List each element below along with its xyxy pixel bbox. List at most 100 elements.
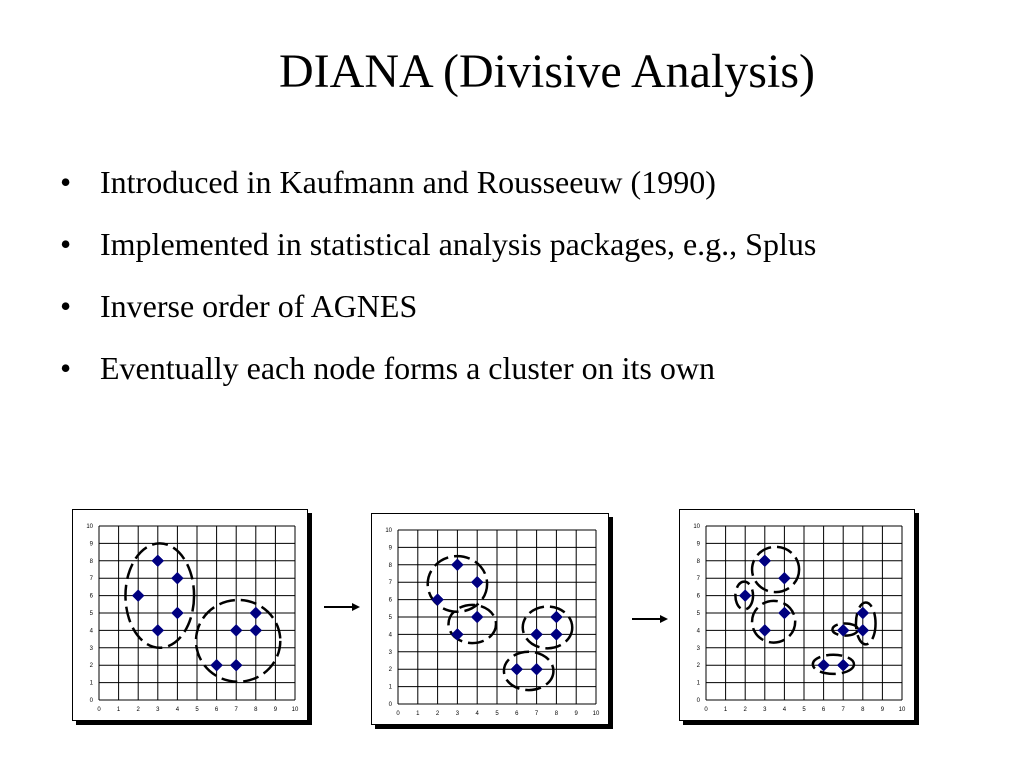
x-tick-label: 7 [235,707,239,713]
x-tick-label: 2 [744,707,748,713]
data-point-diamond [758,554,772,568]
x-tick-label: 2 [137,707,141,713]
x-tick-label: 3 [763,707,767,713]
y-tick-label: 9 [90,541,94,547]
y-tick-label: 10 [693,524,700,530]
y-tick-label: 2 [697,663,701,669]
x-tick-label: 9 [274,707,278,713]
bullet-symbol: • [60,350,72,386]
bullet-list: • Introduced in Kaufmann and Rousseeuw (1… [60,156,960,404]
y-tick-label: 5 [389,615,393,621]
x-tick-label: 0 [704,707,708,713]
bullet-symbol: • [60,226,72,262]
y-tick-label: 6 [697,594,701,600]
data-point-diamond [249,624,263,637]
data-point-diamond [530,628,543,641]
data-point-diamond [131,589,145,602]
data-point-diamond [738,589,752,602]
bullet-item: • Inverse order of AGNES [60,280,960,332]
data-point-diamond [210,658,223,672]
bullet-symbol: • [60,288,72,324]
bullet-text: Introduced in Kaufmann and Rousseeuw (19… [100,164,716,200]
y-tick-label: 6 [389,598,393,604]
y-tick-label: 9 [697,541,701,547]
y-tick-label: 3 [697,646,701,652]
cluster-outline [426,554,489,614]
y-tick-label: 6 [90,594,94,600]
slide-title: DIANA (Divisive Analysis) [279,45,815,98]
data-point-diamond [530,662,543,676]
x-tick-label: 7 [535,711,539,717]
data-point-diamond [550,610,563,624]
bullet-item: • Implemented in statistical analysis pac… [60,218,960,270]
data-point-diamond [470,575,484,589]
data-point-diamond [778,606,791,620]
data-point-diamond [249,606,263,620]
y-tick-label: 5 [90,611,94,617]
data-point-diamond [151,624,165,637]
x-tick-label: 0 [97,707,101,713]
y-tick-label: 0 [90,698,94,704]
cluster-outline [124,542,196,650]
data-point-diamond [229,658,243,672]
data-point-diamond [151,554,165,568]
x-tick-label: 3 [456,711,460,717]
y-tick-label: 4 [697,628,701,634]
data-point-diamond [451,558,464,572]
x-tick-label: 4 [176,707,180,713]
y-tick-label: 2 [90,663,94,669]
data-point-diamond [470,610,484,624]
x-tick-label: 9 [881,707,885,713]
x-tick-label: 2 [436,711,440,717]
y-tick-label: 10 [385,528,392,534]
x-tick-label: 10 [899,707,906,713]
y-tick-label: 8 [697,559,701,565]
y-tick-label: 7 [90,576,94,582]
cluster-outline [447,603,498,645]
data-point-diamond [550,628,563,641]
x-tick-label: 1 [416,711,420,717]
bullet-item: •Introduced in Kaufmann and Rousseeuw (1… [60,156,960,208]
cluster-outline [734,580,755,611]
y-tick-label: 1 [389,685,393,691]
cluster-outline [750,599,797,644]
y-tick-label: 0 [389,702,393,708]
data-point-diamond [836,658,850,672]
y-tick-label: 8 [90,559,94,565]
x-tick-label: 1 [724,707,728,713]
bullet-text: Inverse order of AGNES [100,288,418,324]
x-tick-label: 3 [156,707,160,713]
bullet-item: • Eventually each node forms a cluster on… [60,342,960,394]
data-point-diamond [229,624,243,637]
x-tick-label: 4 [476,711,480,717]
x-tick-label: 10 [593,711,600,717]
data-point-diamond [171,571,184,585]
y-tick-label: 7 [697,576,701,582]
y-tick-label: 1 [90,681,94,687]
y-tick-label: 3 [90,646,94,652]
y-tick-label: 10 [86,524,93,530]
x-tick-label: 1 [117,707,121,713]
data-point-diamond [758,624,772,637]
x-tick-label: 9 [575,711,579,717]
x-tick-label: 7 [842,707,846,713]
cluster-outline [811,653,856,676]
arrow-right-icon [632,615,668,623]
arrow-right-icon [324,603,360,611]
x-tick-label: 10 [292,707,299,713]
cluster-outline [854,601,877,646]
cluster-outline [502,650,555,692]
x-tick-label: 5 [495,711,499,717]
x-tick-label: 5 [802,707,806,713]
bullet-text: Implemented in statistical analysis pack… [100,226,817,262]
y-tick-label: 8 [389,563,393,569]
x-tick-label: 8 [254,707,258,713]
x-tick-label: 6 [515,711,519,717]
x-tick-label: 8 [555,711,559,717]
bullet-text: Eventually each node forms a cluster on … [100,350,715,386]
x-tick-label: 8 [861,707,865,713]
